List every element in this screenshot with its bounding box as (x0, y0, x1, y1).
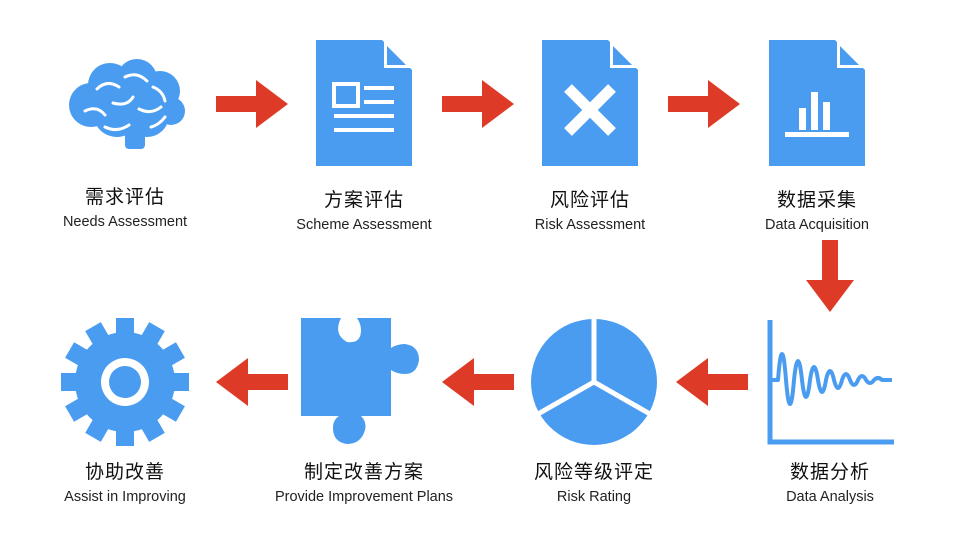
step-needs-assessment: 需求评估 Needs Assessment (15, 55, 235, 231)
arrow-left-icon (442, 358, 514, 406)
step-title-en: Scheme Assessment (296, 217, 432, 233)
step-title-en: Needs Assessment (62, 214, 188, 230)
document-bar-chart-icon (769, 40, 865, 166)
brain-icon (69, 59, 185, 149)
step-title-en: Risk Rating (556, 489, 632, 505)
step-scheme-assessment: 方案评估 Scheme Assessment (254, 40, 474, 234)
puzzle-piece-icon (301, 318, 419, 444)
step-title-zh: 数据分析 (789, 461, 870, 483)
step-data-analysis: 数据分析 Data Analysis (720, 318, 940, 506)
arrow-left-icon (676, 358, 748, 406)
arrow-right-icon (442, 80, 514, 128)
step-title-zh: 数据采集 (776, 189, 857, 211)
step-title-en: Risk Assessment (534, 217, 646, 233)
step-risk-assessment: 风险评估 Risk Assessment (480, 40, 700, 234)
step-title-en: Assist in Improving (64, 489, 186, 505)
arrow-down-icon (806, 240, 854, 312)
damped-oscillation-chart-icon (767, 320, 894, 445)
pie-chart-icon (531, 318, 657, 445)
arrow-right-icon (668, 80, 740, 128)
step-title-zh: 需求评估 (84, 186, 165, 208)
step-data-acquisition: 数据采集 Data Acquisition (707, 40, 927, 234)
gear-icon (61, 318, 189, 446)
step-risk-rating: 风险等级评定 Risk Rating (484, 318, 704, 506)
step-title-zh: 风险评估 (549, 189, 630, 211)
arrow-left-icon (216, 358, 288, 406)
arrow-right-icon (216, 80, 288, 128)
document-x-icon (542, 40, 638, 166)
step-improvement-plans: 制定改善方案 Provide Improvement Plans (254, 318, 474, 506)
step-title-zh: 制定改善方案 (303, 461, 424, 483)
step-title-zh: 风险等级评定 (533, 461, 654, 483)
step-title-en: Data Acquisition (765, 217, 869, 233)
step-title-en: Provide Improvement Plans (274, 489, 454, 505)
step-assist-improving: 协助改善 Assist in Improving (15, 318, 235, 506)
step-title-zh: 协助改善 (84, 461, 165, 483)
step-title-zh: 方案评估 (323, 189, 404, 211)
document-text-icon (316, 40, 412, 166)
step-title-en: Data Analysis (786, 489, 874, 505)
